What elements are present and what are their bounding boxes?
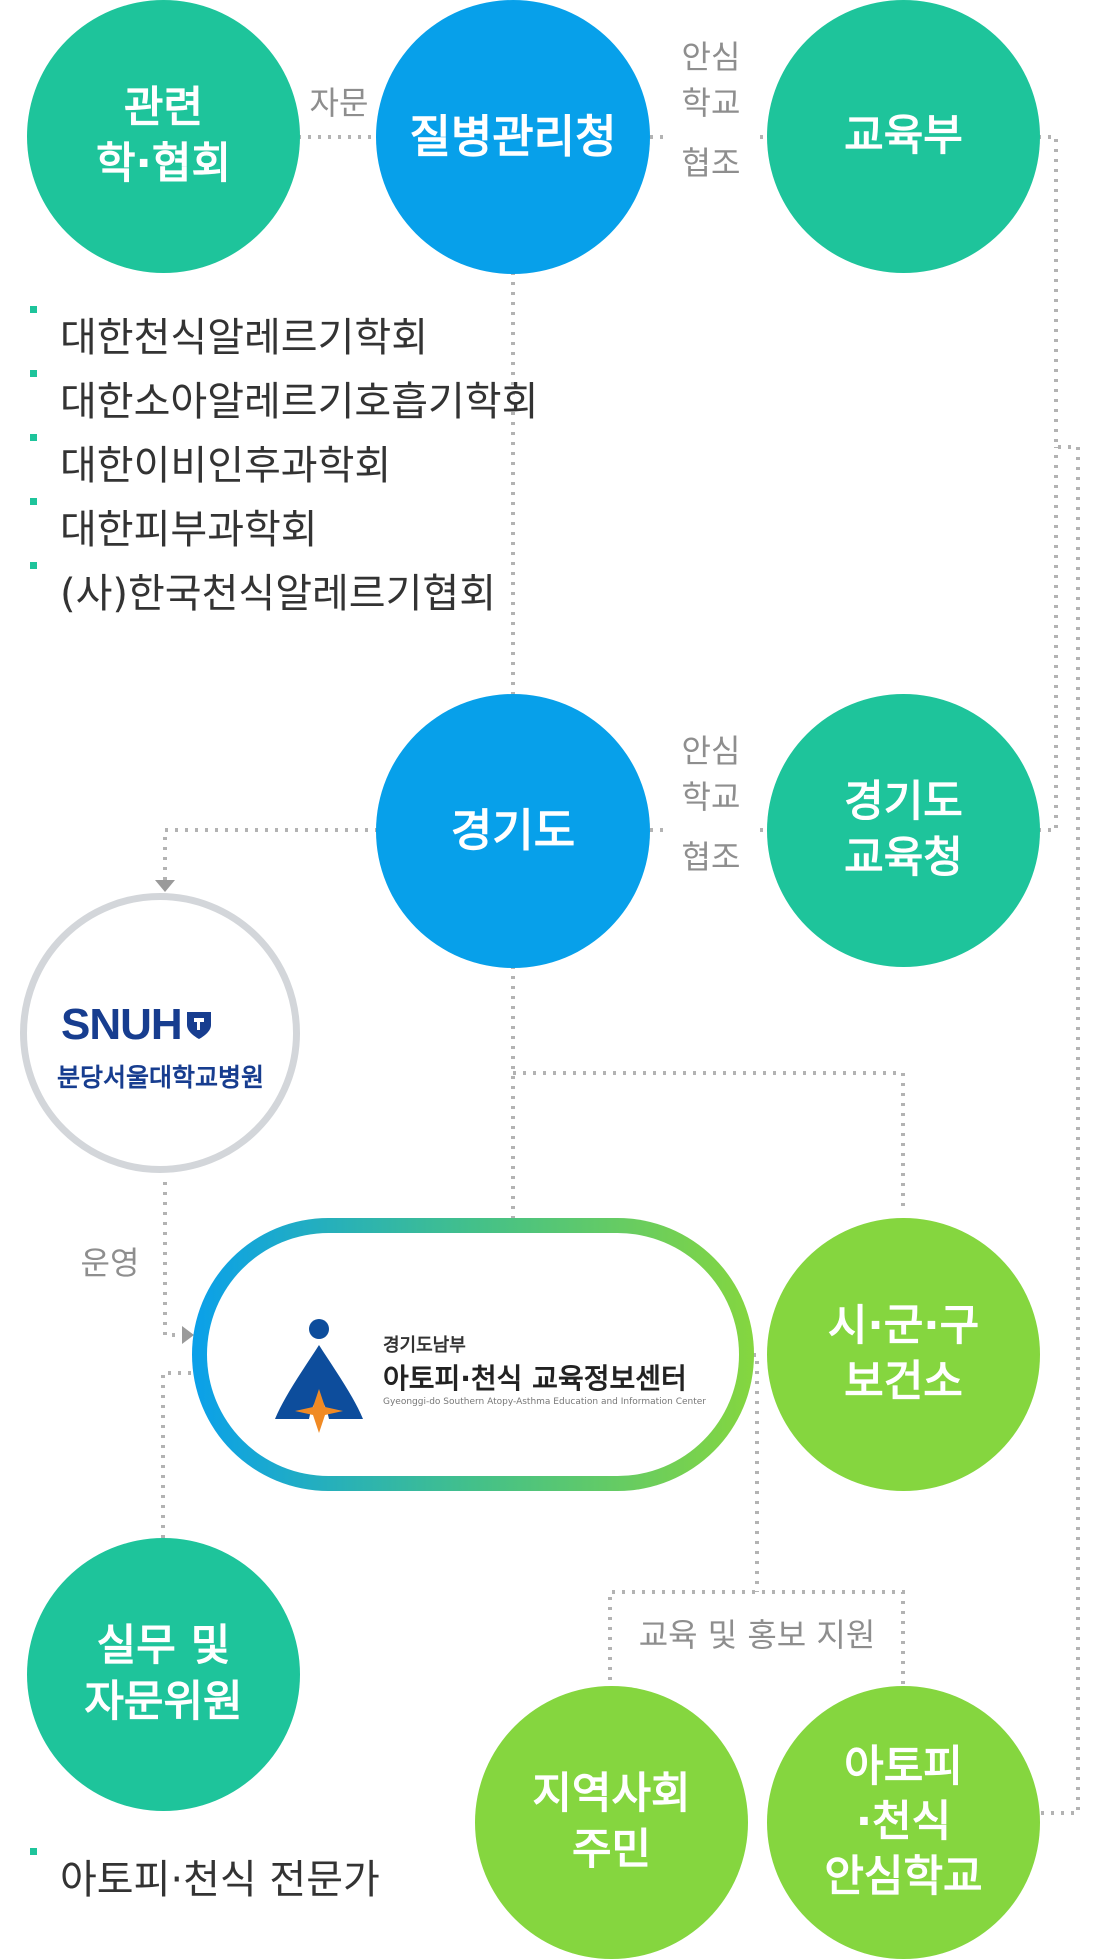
association-list: 대한천식알레르기학회 대한소아알레르기호흡기학회 대한이비인후과학회 대한피부과…: [30, 306, 538, 626]
advisory-label-line1: 실무 및: [96, 1621, 231, 1672]
snuh-logo-text: SNUH: [61, 1000, 183, 1049]
community-label-line2: 주민: [571, 1824, 652, 1875]
gyeonggi-label: 경기도: [450, 804, 576, 858]
list-item: 대한소아알레르기호흡기학회: [30, 370, 538, 434]
center-logo-icon: [275, 1319, 363, 1433]
list-item: 대한이비인후과학회: [30, 434, 538, 498]
gyeonggi-edu-node: 경기도 교육청: [767, 694, 1040, 967]
moe-node: 교육부: [767, 0, 1040, 273]
gyeonggi-edu-label-line2: 교육청: [844, 832, 963, 883]
community-node: 지역사회 주민: [475, 1686, 748, 1959]
list-item: 대한천식알레르기학회: [30, 306, 538, 370]
snuh-logo: SNUH: [61, 1000, 212, 1050]
safe-school-label-line2: ·천식: [855, 1796, 952, 1847]
coop2-line2: 학교: [681, 778, 741, 816]
associations-label-line1: 관련: [123, 83, 204, 134]
shield-icon: [186, 1012, 211, 1039]
center-region: 경기도남부: [383, 1335, 466, 1356]
snuh-name: 분당서울대학교병원: [57, 1063, 265, 1092]
gyeonggi-node: 경기도: [376, 694, 650, 968]
moe-label: 교육부: [844, 110, 963, 161]
list-item: (사)한국천식알레르기협회: [30, 562, 538, 626]
health-center-label-line2: 보건소: [844, 1356, 963, 1407]
advice-connector-label: 자문: [302, 80, 376, 126]
coop1-line2: 학교: [681, 84, 741, 122]
kdca-node: 질병관리청: [376, 0, 650, 274]
safe-school-label-line3: 안심학교: [824, 1852, 983, 1903]
safe-school-coop-label-1: 안심 학교 협조: [664, 34, 758, 186]
safe-school-node: 아토피 ·천식 안심학교: [767, 1686, 1040, 1959]
operation-connector-label: 운영: [70, 1240, 150, 1286]
expert-list: 아토피·천식 전문가: [30, 1848, 380, 1912]
list-item: 대한피부과학회: [30, 498, 538, 562]
advisory-node: 실무 및 자문위원: [27, 1538, 300, 1811]
coop1-line1: 안심: [681, 38, 741, 76]
snuh-node: SNUH 분당서울대학교병원: [20, 893, 300, 1173]
list-item: 아토피·천식 전문가: [30, 1848, 380, 1912]
related-associations-node: 관련 학·협회: [27, 0, 300, 273]
safe-school-label-line1: 아토피: [844, 1741, 963, 1792]
associations-label-line2: 학·협회: [95, 138, 231, 189]
kdca-label: 질병관리청: [409, 110, 617, 164]
center-english-name: Gyeonggi-do Southern Atopy-Asthma Educat…: [383, 1397, 706, 1407]
center-name: 아토피·천식 교육정보센터: [383, 1362, 687, 1395]
community-label-line1: 지역사회: [532, 1769, 691, 1820]
coop2-line3: 협조: [681, 838, 741, 876]
health-center-label-line1: 시·군·구: [827, 1301, 980, 1352]
info-center-node: 경기도남부 아토피·천식 교육정보센터 Gyeonggi-do Southern…: [192, 1218, 754, 1491]
advisory-label-line2: 자문위원: [84, 1676, 243, 1727]
edu-pr-support-label: 교육 및 홍보 지원: [622, 1612, 892, 1658]
coop1-line3: 협조: [681, 144, 741, 182]
safe-school-coop-label-2: 안심 학교 협조: [664, 728, 758, 880]
coop2-line1: 안심: [681, 732, 741, 770]
health-center-node: 시·군·구 보건소: [767, 1218, 1040, 1491]
gyeonggi-edu-label-line1: 경기도: [844, 777, 963, 828]
